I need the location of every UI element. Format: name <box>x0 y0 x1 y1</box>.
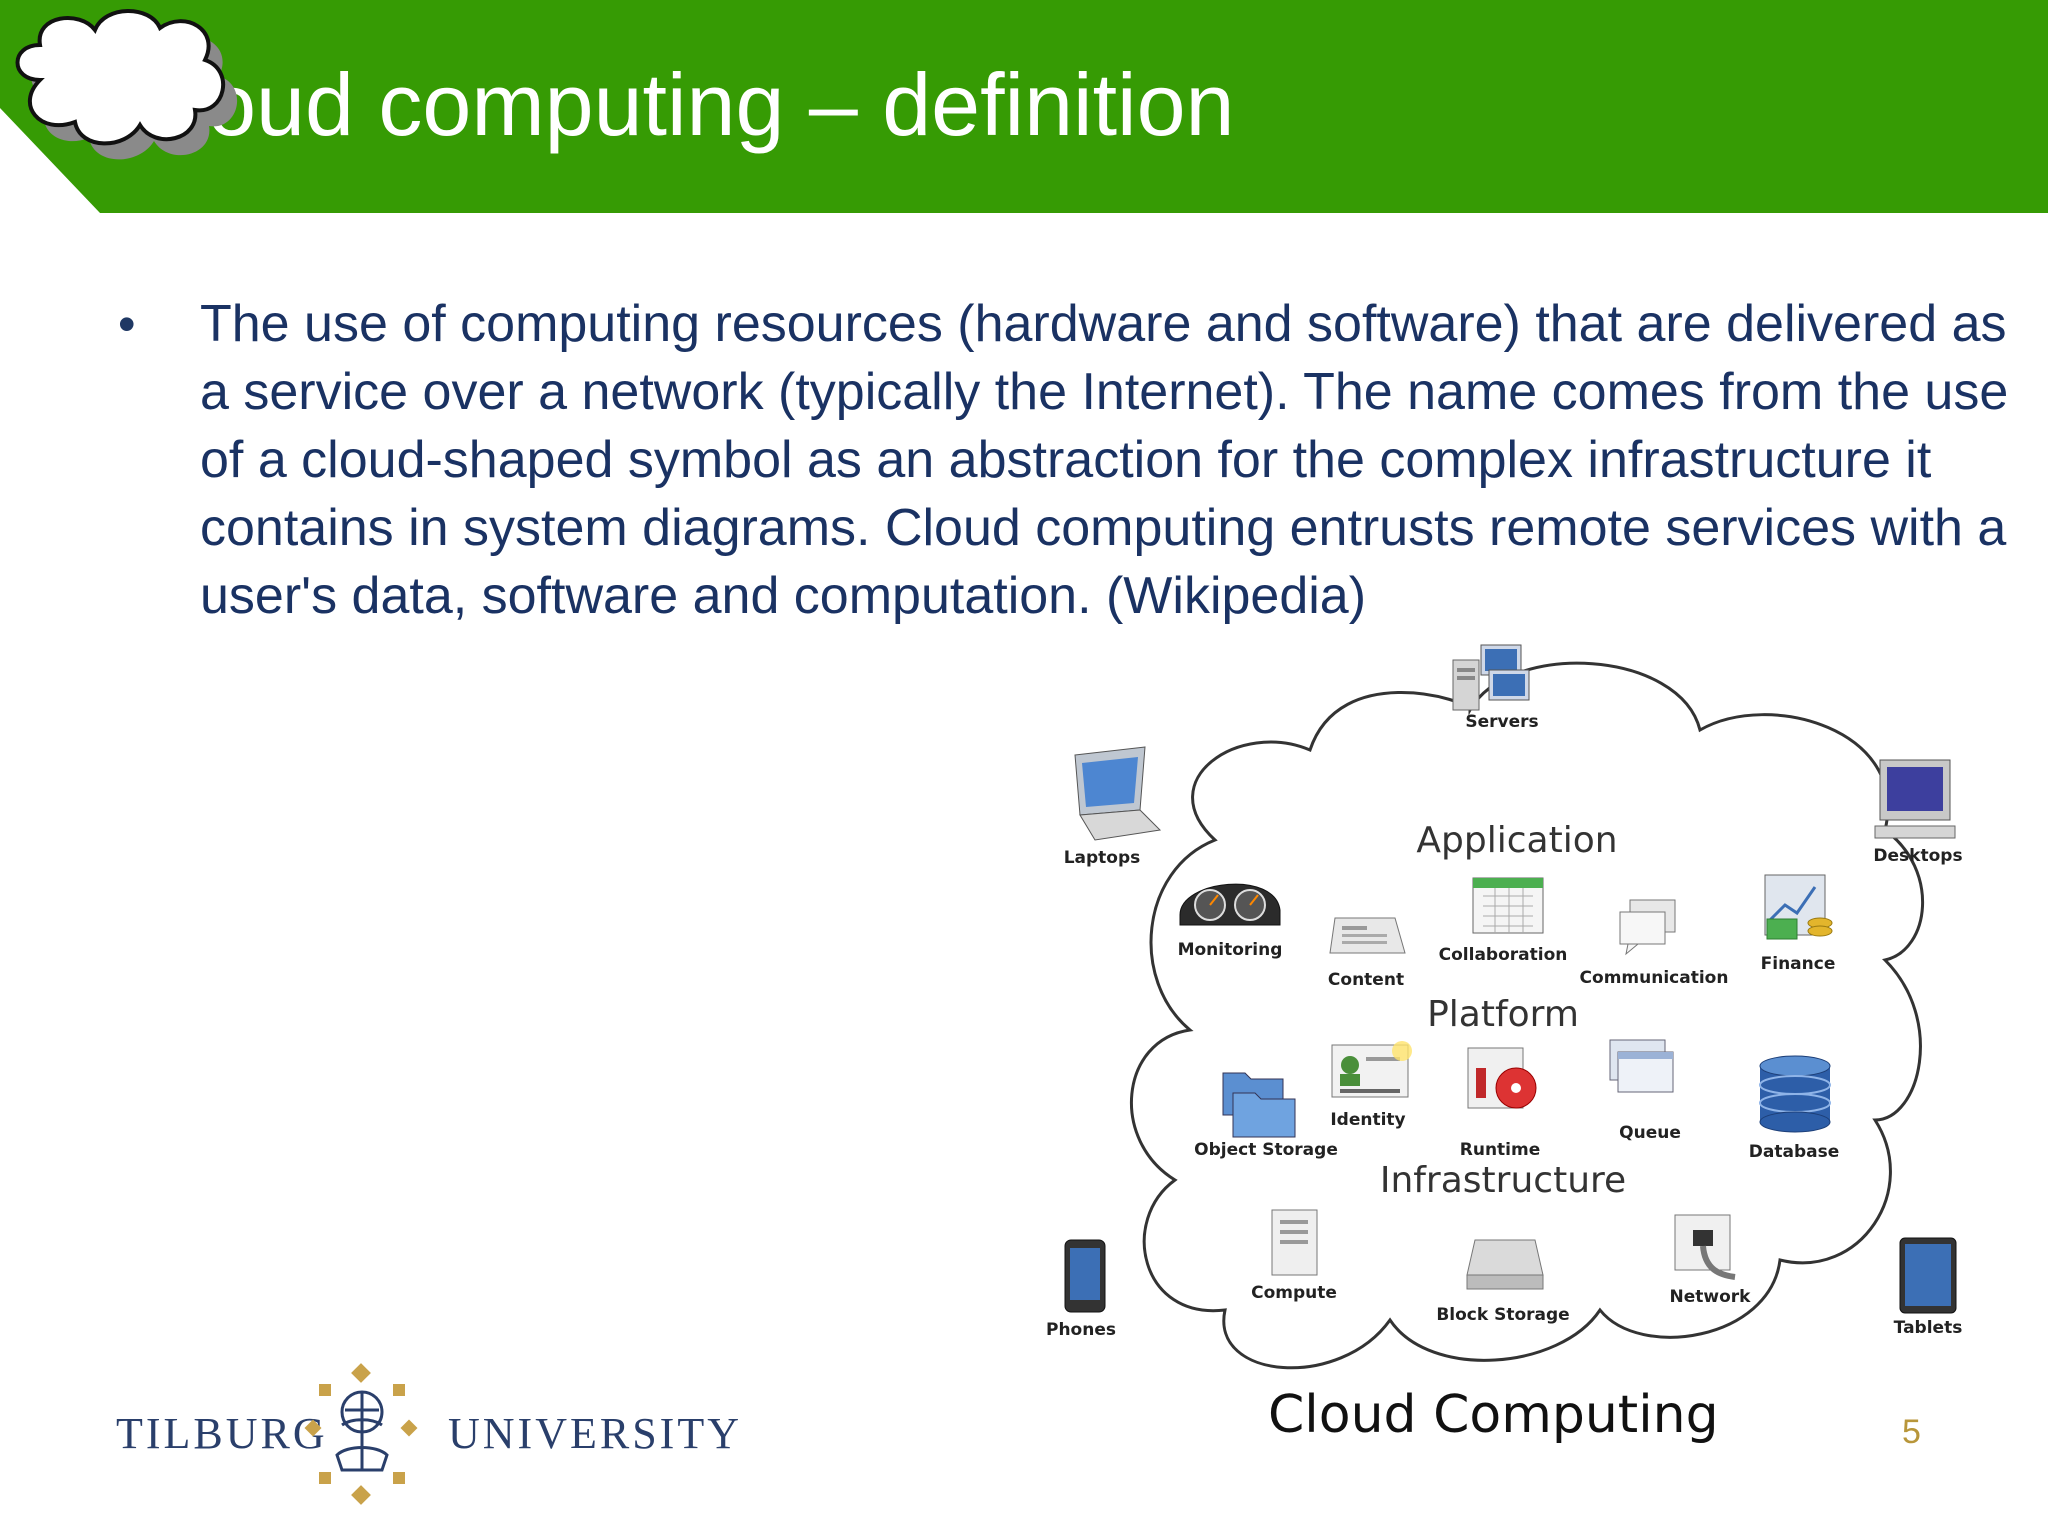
page-number: 5 <box>1902 1413 1921 1451</box>
content-icon <box>1329 917 1406 954</box>
network-label: Network <box>1669 1287 1751 1307</box>
header-background <box>0 0 2048 213</box>
phones-label: Phones <box>1046 1320 1116 1340</box>
finance-label: Finance <box>1760 954 1836 974</box>
logo-emblem-icon <box>304 1363 418 1505</box>
finance-icon <box>1764 874 1833 940</box>
logo-left-word: TILBURG <box>116 1409 328 1458</box>
runtime-label: Runtime <box>1459 1140 1541 1160</box>
communication-label: Communication <box>1579 968 1729 988</box>
servers-icon <box>1452 644 1530 711</box>
desktops-label: Desktops <box>1873 846 1963 866</box>
queue-icon <box>1609 1039 1674 1093</box>
servers-label: Servers <box>1465 712 1539 732</box>
laptop-icon <box>1074 746 1162 841</box>
diagram-graphics <box>1064 644 1957 1370</box>
runtime-icon <box>1467 1047 1537 1109</box>
layer-platform: Platform <box>1427 994 1579 1035</box>
identity-icon <box>1331 1041 1412 1098</box>
collaboration-icon <box>1472 877 1544 934</box>
object-storage-label: Object Storage <box>1194 1140 1338 1160</box>
tablets-label: Tablets <box>1893 1318 1963 1338</box>
university-logo: TILBURG UNIVERSITY <box>110 1360 739 1510</box>
tablet-icon <box>1899 1237 1957 1314</box>
content-label: Content <box>1327 970 1405 990</box>
object-storage-icon <box>1222 1072 1296 1138</box>
database-label: Database <box>1748 1142 1840 1162</box>
collaboration-label: Collaboration <box>1438 945 1568 965</box>
layer-infrastructure: Infrastructure <box>1379 1160 1627 1201</box>
desktop-icon <box>1874 759 1956 839</box>
queue-label: Queue <box>1619 1123 1681 1143</box>
header-band: Cloud computing – definition <box>0 0 2048 213</box>
compute-icon <box>1271 1209 1318 1276</box>
cloud-icon <box>15 9 238 160</box>
layer-application: Application <box>1416 820 1618 861</box>
monitoring-label: Monitoring <box>1177 940 1283 960</box>
identity-label: Identity <box>1330 1110 1406 1130</box>
database-icon <box>1759 1055 1831 1133</box>
logo-right-word: UNIVERSITY <box>448 1409 742 1458</box>
bullet-marker: • <box>118 296 136 352</box>
cloud-computing-diagram: Application Platform Infrastructure Serv… <box>1040 620 1980 1440</box>
block-storage-icon <box>1466 1239 1544 1290</box>
monitoring-icon <box>1179 883 1281 926</box>
laptops-label: Laptops <box>1063 848 1141 868</box>
compute-label: Compute <box>1251 1283 1337 1303</box>
network-icon <box>1674 1214 1736 1280</box>
diagram-caption: Cloud Computing <box>1268 1385 1719 1445</box>
bullet-text: The use of computing resources (hardware… <box>200 295 2009 625</box>
block-storage-label: Block Storage <box>1436 1305 1570 1325</box>
communication-icon <box>1619 899 1676 956</box>
phone-icon <box>1064 1239 1106 1313</box>
slide-title: Cloud computing – definition <box>124 55 1235 154</box>
